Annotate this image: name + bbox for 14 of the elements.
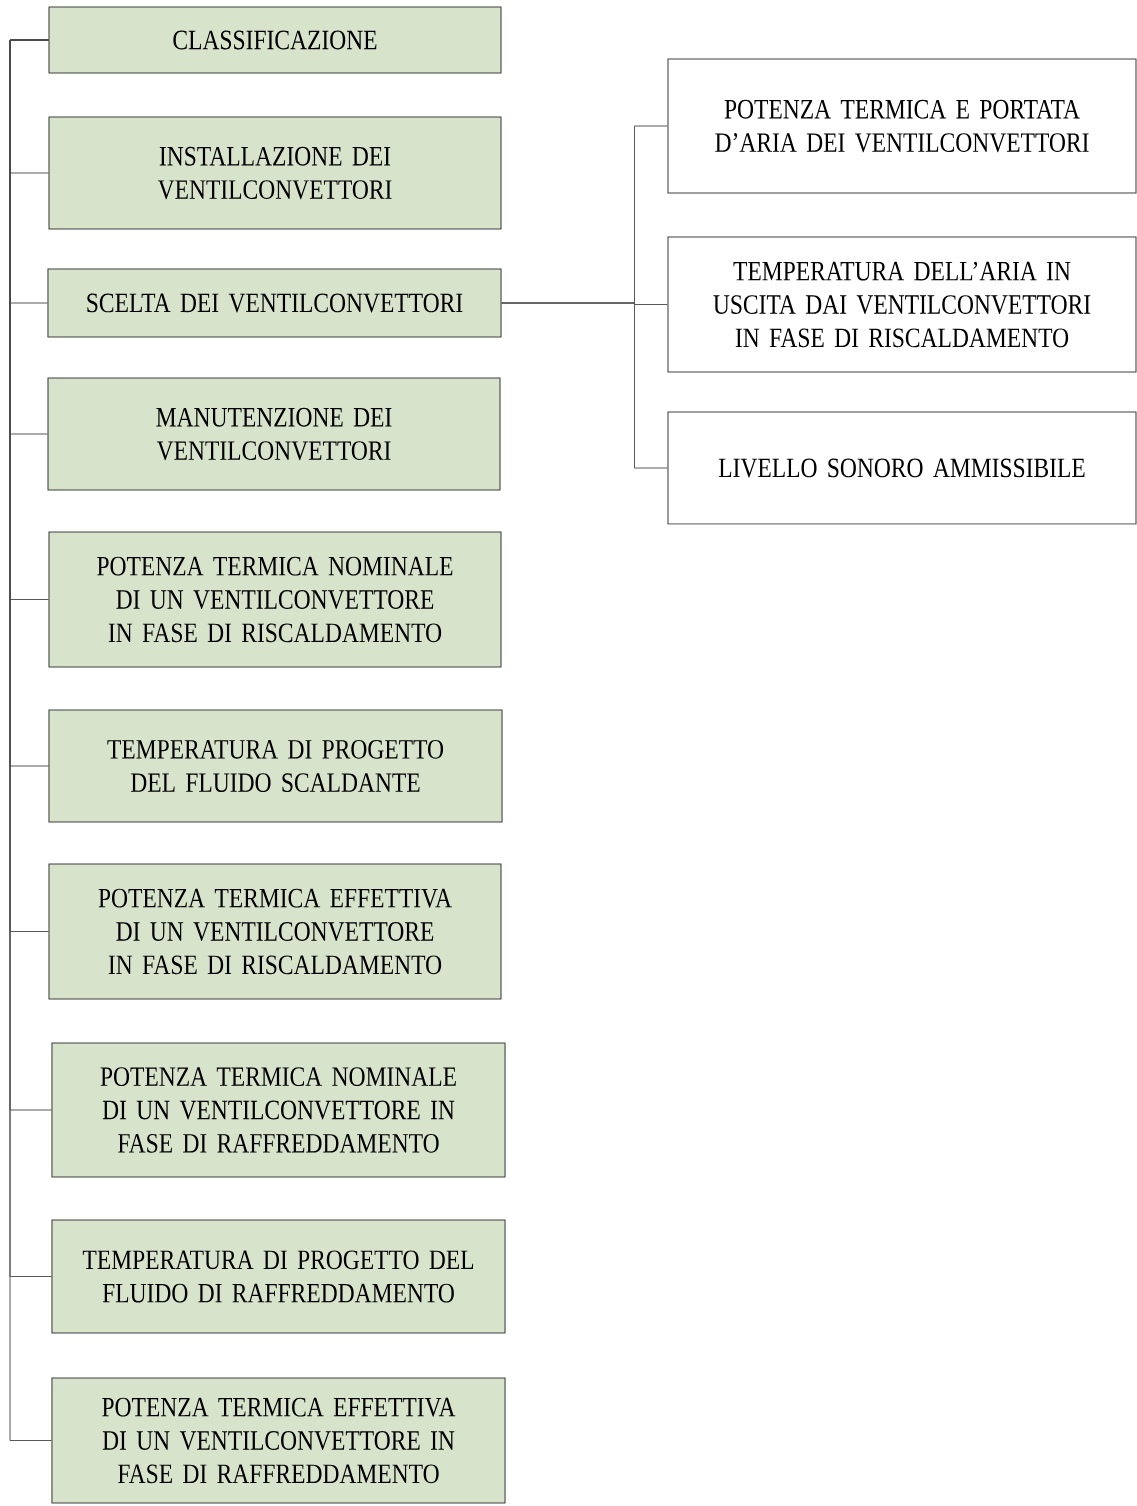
topic-box: POTENZA TERMICA NOMINALE DI UN VENTILCONVETTORE IN FASE DI RAFFREDDAMENTO (51, 1042, 506, 1178)
topic-box: SCELTA DEI VENTILCONVETTORI (47, 268, 502, 338)
topic-box: TEMPERATURA DI PROGETTO DEL FLUIDO SCALDANTE (48, 709, 503, 823)
topic-box: CLASSIFICAZIONE (48, 6, 502, 74)
topic-box: POTENZA TERMICA EFFETTIVA DI UN VENTILCONVETTORE IN FASE DI RAFFREDDAMENTO (51, 1377, 506, 1504)
topic-box: MANUTENZIONE DEI VENTILCONVETTORI (47, 377, 501, 491)
topic-box: POTENZA TERMICA EFFETTIVA DI UN VENTILCONVETTORE IN FASE DI RISCALDAMENTO (48, 863, 502, 1000)
topic-box: TEMPERATURA DI PROGETTO DEL FLUIDO DI RAFFREDDAMENTO (51, 1219, 506, 1334)
subtopic-box: POTENZA TERMICA E PORTATA D’ARIA DEI VENTILCONVETTORI (667, 58, 1137, 194)
connector-line (501, 302, 668, 469)
subtopic-box: TEMPERATURA DELL’ARIA IN USCITA DAI VENTILCONVETTORI IN FASE DI RISCALDAMENTO (667, 236, 1137, 373)
subtopic-box: LIVELLO SONORO AMMISSIBILE (667, 411, 1137, 525)
topic-box: INSTALLAZIONE DEI VENTILCONVETTORI (48, 116, 502, 230)
topic-box: POTENZA TERMICA NOMINALE DI UN VENTILCONVETTORE IN FASE DI RISCALDAMENTO (48, 531, 502, 668)
